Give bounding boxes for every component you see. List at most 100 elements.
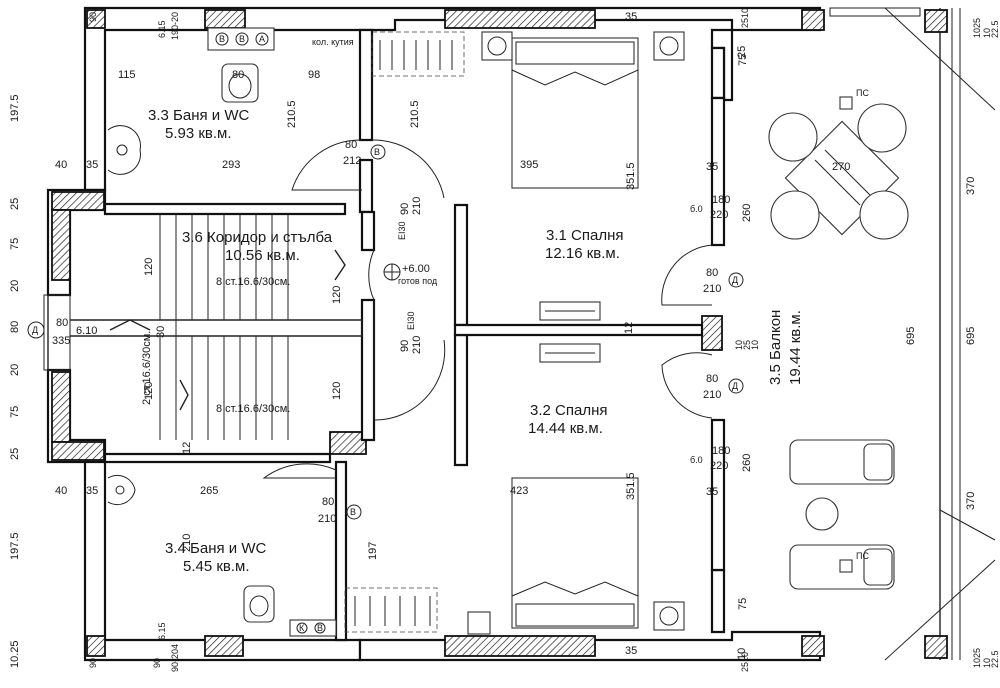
dim-right: 10 — [982, 28, 992, 38]
door-tag: Д — [732, 275, 738, 285]
dim-right: 10 — [982, 658, 992, 668]
dim-bottom: 35 — [625, 645, 637, 657]
dim-left: 75 — [9, 238, 21, 250]
dim-right: 22.5 — [990, 650, 1000, 668]
stair-tread-a: 120 — [143, 258, 155, 276]
bathroom-fixtures — [107, 27, 337, 637]
fire-door-width: 90 — [399, 340, 411, 352]
door-width: 80 — [322, 496, 334, 508]
dim-left: 25 — [9, 448, 21, 460]
dim-left-inner: 40 — [55, 159, 67, 171]
dim-bath-lower: 265 — [200, 485, 218, 497]
dim-bedroom2: 35 — [706, 486, 718, 498]
level-value: +6.00 — [402, 263, 430, 275]
door-height: 335 — [52, 335, 70, 347]
room-name-bedroom1: 3.1 Спалня — [546, 227, 623, 244]
room-name-bath-upper: 3.3 Баня и WC — [148, 107, 249, 124]
door-width-label: 6.10 — [76, 325, 97, 337]
door-width: 80 — [706, 267, 718, 279]
fire-door-rating: EI30 — [406, 311, 416, 330]
dim-balcony: 370 — [965, 177, 977, 195]
fixture-letter: А — [259, 34, 265, 44]
stair-tread-c: 120 — [331, 286, 343, 304]
stair-width-30: 30 — [155, 326, 167, 338]
stair-labels: 8 ст.16.6/30см. 8 ст.16.6/30см. 2 ст.16.… — [141, 258, 343, 415]
window-mark: б.0 — [690, 204, 703, 214]
door-labels: 80 212 В 80 210 Д 80 210 Д 80 210 В 80 3… — [32, 139, 738, 525]
dim-small: 10 — [750, 340, 760, 350]
dim-top: 2510 — [740, 8, 750, 28]
door-height: 210 — [318, 513, 336, 525]
dim-bath-upper: 115 — [118, 69, 136, 81]
dim-bottom: 2510 — [740, 652, 750, 672]
dim-bedroom1: 75 — [737, 54, 749, 66]
fixture-letter: В — [317, 623, 323, 633]
dim-left: 20 — [9, 280, 21, 292]
stair-tread-d: 120 — [331, 382, 343, 400]
dim-left: 75 — [9, 406, 21, 418]
outlet-label: ПС — [856, 551, 869, 561]
dimension-labels: 6.15 190-20 35 2510 25 6.15 90 90-204 35… — [9, 8, 1000, 672]
dim-left: 10.25 — [9, 640, 21, 668]
fire-door-height: 210 — [411, 336, 423, 354]
dim-bedroom1: 35 — [706, 161, 718, 173]
stair-upper-label: 8 ст.16.6/30см. — [216, 276, 290, 288]
room-area-bath-upper: 5.93 кв.м. — [165, 125, 232, 142]
dim-small: 10 — [734, 340, 744, 350]
dim-left: 20 — [9, 364, 21, 376]
dim-top: 25 — [736, 46, 748, 58]
dim-bedroom1: 395 — [520, 159, 538, 171]
dim-left-inner: 35 — [86, 485, 98, 497]
stair-treads — [109, 214, 346, 440]
structural-columns — [51, 9, 948, 659]
dim-bath-upper: 293 — [222, 159, 240, 171]
room-labels: 3.3 Баня и WC 5.93 кв.м. 3.6 Коридор и с… — [148, 107, 804, 575]
dim-left-inner: 40 — [55, 485, 67, 497]
fixture-letter: В — [239, 34, 245, 44]
outlet-label: ПС — [856, 88, 869, 98]
dim-balcony: 370 — [965, 492, 977, 510]
room-name-bedroom2: 3.2 Спалня — [530, 402, 607, 419]
room-name-bath-lower: 3.4 Баня и WC — [165, 540, 266, 557]
dim-bath-upper: 80 — [232, 69, 244, 81]
window-sill: 260 — [741, 204, 753, 222]
dim-bedroom2: 351.5 — [625, 472, 637, 500]
room-area-corridor: 10.56 кв.м. — [225, 247, 300, 264]
dim-left: 80 — [9, 321, 21, 333]
dim-left: 197.5 — [9, 532, 21, 560]
dim-top: 6.15 — [157, 20, 167, 38]
room-area-bedroom2: 14.44 кв.м. — [528, 420, 603, 437]
level-note: готов под — [398, 276, 438, 286]
dim-bath-upper: 210.5 — [286, 100, 298, 128]
dim-balcony: 695 — [965, 327, 977, 345]
dim-balcony: 270 — [832, 161, 850, 173]
door-tag: Д — [32, 325, 38, 335]
dim-top: 190-20 — [170, 12, 180, 40]
door-tag: В — [374, 147, 380, 157]
door-height: 210 — [703, 389, 721, 401]
door-markers — [27, 144, 744, 520]
balcony-edge — [884, 7, 996, 661]
room-area-bedroom1: 12.16 кв.м. — [545, 245, 620, 262]
door-height: 210 — [703, 283, 721, 295]
room-name-balcony: 3.5 Балкон — [767, 310, 784, 385]
boiler-label: кол. кутия — [312, 37, 354, 47]
door-width: 80 — [56, 317, 68, 329]
dim-middle: 12 — [623, 322, 635, 334]
dim-bottom: 90 — [152, 658, 162, 668]
dim-bath-lower: 210 — [181, 534, 193, 552]
stair-landing-label: 2 ст.16.6/30см. — [141, 331, 153, 405]
dim-bedroom1: 351.5 — [625, 162, 637, 190]
dim-right: 1025 — [972, 18, 982, 38]
dim-right: 22.5 — [990, 20, 1000, 38]
dim-left: 197.5 — [9, 94, 21, 122]
dim-bath-upper: 210.5 — [409, 100, 421, 128]
internal-walls — [70, 28, 726, 642]
dim-bath-lower: 197 — [367, 542, 379, 560]
fire-door-height: 210 — [411, 197, 423, 215]
dim-middle: 12 — [181, 442, 193, 454]
dim-small: 90 — [88, 12, 98, 22]
fixture-letter: К — [299, 623, 305, 633]
dim-small: 90 — [88, 658, 98, 668]
door-width: 80 — [706, 373, 718, 385]
